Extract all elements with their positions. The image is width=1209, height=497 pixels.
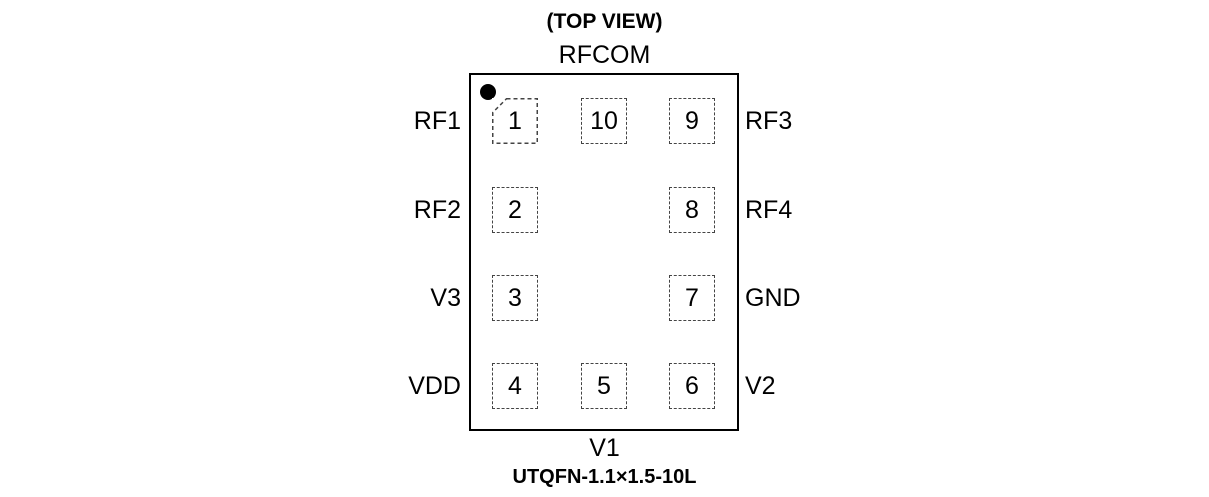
pad-number: 2 — [508, 195, 522, 224]
pin-label-rfcom: RFCOM — [558, 41, 651, 69]
pad-number: 6 — [685, 371, 699, 400]
pad-6: 6 — [669, 363, 715, 409]
pin-label-v3: V3 — [430, 283, 461, 312]
pad-1-chamfer-outline — [492, 98, 538, 144]
pad-2: 2 — [492, 187, 538, 233]
pin-label-gnd: GND — [745, 283, 801, 312]
pad-1: 1 — [492, 98, 538, 144]
pad-number: 1 — [508, 106, 522, 135]
pin1-indicator-dot — [480, 84, 496, 100]
pad-7: 7 — [669, 275, 715, 321]
pad-number: 8 — [685, 195, 699, 224]
pin-label-v2: V2 — [745, 371, 776, 400]
pad-number: 10 — [590, 106, 618, 135]
pad-number: 9 — [685, 106, 699, 135]
package-caption: UTQFN-1.1×1.5-10L — [512, 466, 697, 488]
diagram-title: (TOP VIEW) — [546, 10, 663, 33]
pin-label-vdd: VDD — [408, 371, 461, 400]
pad-number: 5 — [597, 371, 611, 400]
pad-number: 7 — [685, 283, 699, 312]
pad-4: 4 — [492, 363, 538, 409]
pad-number: 3 — [508, 283, 522, 312]
pad-10: 10 — [581, 98, 627, 144]
pin-label-rf3: RF3 — [745, 106, 793, 135]
pad-5: 5 — [581, 363, 627, 409]
pin-label-v1: V1 — [589, 434, 620, 462]
pad-9: 9 — [669, 98, 715, 144]
pad-8: 8 — [669, 187, 715, 233]
pin-label-rf4: RF4 — [745, 195, 793, 224]
pad-3: 3 — [492, 275, 538, 321]
pin-label-rf2: RF2 — [413, 195, 461, 224]
pad-number: 4 — [508, 371, 522, 400]
pin-label-rf1: RF1 — [413, 106, 461, 135]
